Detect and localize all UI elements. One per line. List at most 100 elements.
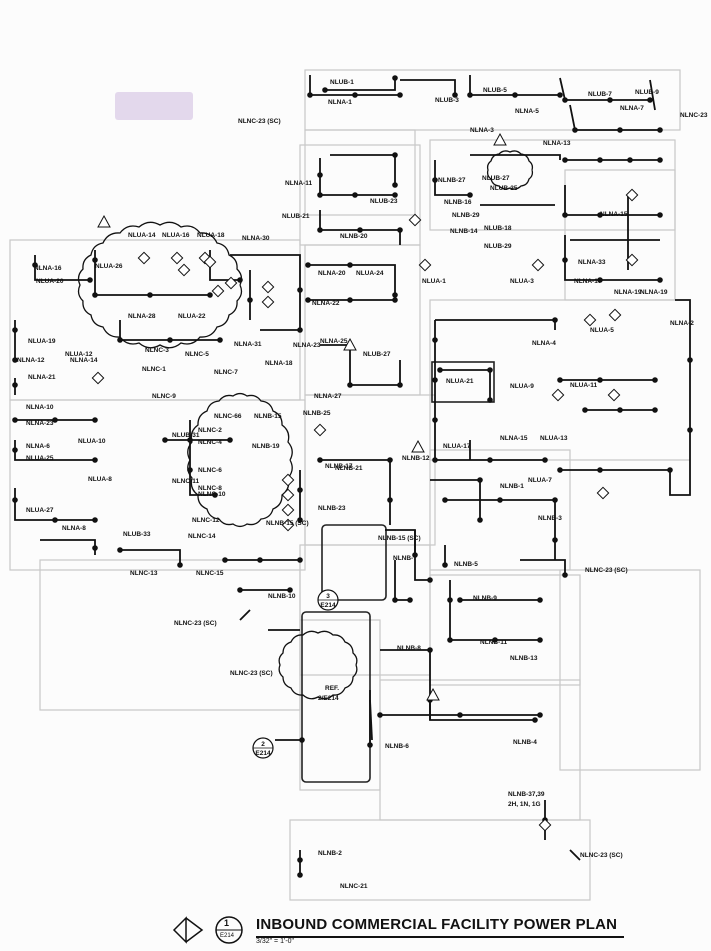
circuit-label: NLNC-12 xyxy=(192,517,220,524)
receptacle xyxy=(12,447,18,453)
circuit-tag xyxy=(203,255,217,269)
circuit-label: NLUA-5 xyxy=(590,327,614,334)
room-wall xyxy=(299,619,381,791)
receptacle xyxy=(407,597,413,603)
receptacle xyxy=(657,157,663,163)
circuit-tag xyxy=(281,473,295,487)
circuit-label: NLNB-4 xyxy=(513,739,537,746)
room-wall xyxy=(304,129,416,216)
receptacle xyxy=(487,457,493,463)
circuit-run xyxy=(414,530,430,581)
room-wall xyxy=(304,69,681,131)
receptacle xyxy=(427,577,433,583)
receptacle xyxy=(562,257,568,263)
circuit-label: NLNB-6 xyxy=(385,743,409,750)
circuit-label: NLNB-5 xyxy=(454,561,478,568)
receptacle xyxy=(562,572,568,578)
circuit-label: NLNC-2 xyxy=(198,427,222,434)
circuit-tag xyxy=(551,388,565,402)
receptacle xyxy=(117,337,123,343)
circuit-label: NLUA-13 xyxy=(540,435,568,442)
receptacle xyxy=(87,277,93,283)
room-wall xyxy=(559,569,701,771)
receptacle xyxy=(12,357,18,363)
circuit-label: NLNA-18 xyxy=(265,360,293,367)
receptacle xyxy=(12,327,18,333)
circuit-label: NLUB-21 xyxy=(282,213,310,220)
circuit-label: NLUA-3 xyxy=(510,278,534,285)
receptacle xyxy=(432,457,438,463)
receptacle xyxy=(297,327,303,333)
receptacle xyxy=(437,367,443,373)
circuit-label: NLUA-18 xyxy=(197,232,225,239)
receptacle xyxy=(607,97,613,103)
receptacle xyxy=(452,92,458,98)
circuit-label: NLUB-7 xyxy=(588,91,612,98)
circuit-tag xyxy=(596,486,610,500)
receptacle xyxy=(367,742,373,748)
circuit-label: NLUA-8 xyxy=(88,476,112,483)
circuit-label: NLUA-14 xyxy=(128,232,156,239)
receptacle xyxy=(537,637,543,643)
receptacle xyxy=(392,597,398,603)
receptacle xyxy=(92,292,98,298)
receptacle xyxy=(187,467,193,473)
receptacle xyxy=(387,457,393,463)
receptacle xyxy=(552,497,558,503)
receptacle xyxy=(347,382,353,388)
room-wall xyxy=(9,399,306,571)
receptacle xyxy=(537,597,543,603)
circuit-label: 2H, 1N, 1G xyxy=(508,801,541,808)
circuit-label: NLNC-4 xyxy=(198,439,222,446)
circuit-label: NLNB-25 xyxy=(303,410,331,417)
circuit-label: NLNA-5 xyxy=(515,108,539,115)
receptacle xyxy=(657,127,663,133)
receptacle xyxy=(597,212,603,218)
receptacle xyxy=(317,172,323,178)
receptacle xyxy=(32,262,38,268)
receptacle xyxy=(347,297,353,303)
receptacle xyxy=(657,277,663,283)
receptacle xyxy=(92,545,98,551)
receptacle xyxy=(92,417,98,423)
receptacle xyxy=(657,212,663,218)
receptacle xyxy=(92,457,98,463)
circuit-label: NLUB-18 xyxy=(484,225,512,232)
circuit-tag xyxy=(418,258,432,272)
receptacle xyxy=(442,562,448,568)
receptacle xyxy=(377,712,383,718)
circuit-label: NLNB-14 xyxy=(450,228,478,235)
circuit-label: NLNA-8 xyxy=(62,525,86,532)
circuit-label: NLNC-5 xyxy=(185,351,209,358)
receptacle xyxy=(237,277,243,283)
circuit-label: NLNA-16 xyxy=(34,265,62,272)
circuit-label: NLUA-24 xyxy=(356,270,384,277)
room-wall xyxy=(289,819,591,901)
circuit-run xyxy=(40,539,96,555)
receptacle xyxy=(497,497,503,503)
receptacle xyxy=(412,552,418,558)
circuit-label: NLUA-21 xyxy=(446,378,474,385)
receptacle xyxy=(52,517,58,523)
circuit-label: NLNB-3 xyxy=(538,515,562,522)
receptacle xyxy=(647,97,653,103)
circuit-label: NLNA-11 xyxy=(285,180,312,187)
receptacle xyxy=(552,317,558,323)
receptacle xyxy=(582,407,588,413)
receptacle xyxy=(467,92,473,98)
circuit-label: NLNC-11 xyxy=(172,478,199,485)
circuit-run xyxy=(400,79,456,95)
circuit-label: NLUB-25 xyxy=(490,185,518,192)
receptacle xyxy=(305,297,311,303)
circuit-label: NLNA-31 xyxy=(234,341,262,348)
receptacle xyxy=(562,157,568,163)
circuit-tag xyxy=(313,423,327,437)
circuit-run xyxy=(385,529,416,555)
circuit-label: NLNB-2 xyxy=(318,850,342,857)
receptacle xyxy=(227,437,233,443)
room-wall xyxy=(429,449,571,571)
receptacle xyxy=(167,337,173,343)
circuit-label: NLNC-21 xyxy=(340,883,368,890)
revision-cloud-northwest xyxy=(77,221,243,349)
